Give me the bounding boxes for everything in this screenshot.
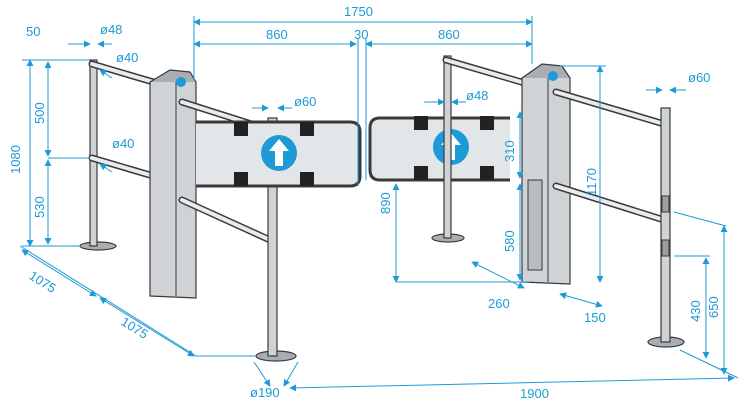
dim-60-right: ø60 [688,70,710,85]
dim-530: 530 [32,196,47,218]
dim-48-right: ø48 [466,88,488,103]
dim-860-right: 860 [438,27,460,42]
left-post [267,117,278,357]
dim-190: ø190 [250,385,280,400]
right-railing [442,55,539,239]
info-badge-right [548,71,558,81]
dim-650: 650 [706,296,721,318]
dim-500: 500 [32,102,47,124]
dim-860-left: 860 [266,27,288,42]
dim-30: 30 [354,27,368,42]
dim-580: 580 [502,230,517,252]
dim-1900: 1900 [520,386,549,401]
dimension-labels: 1750 860 30 860 50 ø48 ø40 ø40 500 530 1… [8,4,721,401]
right-gate [368,116,510,182]
right-post [660,107,671,343]
dim-890: 890 [378,192,393,214]
right-arms [552,88,671,343]
dim-1080: 1080 [8,145,23,174]
base-left-rear [79,241,117,251]
dim-310: 310 [502,140,517,162]
left-rear-post [89,59,98,247]
dim-1750: 1750 [344,4,373,19]
left-gate [196,120,362,188]
dimension-lines [19,16,739,392]
right-cabinet [521,63,571,285]
left-railing [88,59,164,247]
dim-48-left: ø48 [100,22,122,37]
dim-50: 50 [26,24,40,39]
dim-40-mid: ø40 [112,136,134,151]
info-badge-left [176,77,186,87]
dim-150: 150 [584,310,606,325]
dim-260: 260 [488,296,510,311]
dim-40-top: ø40 [116,50,138,65]
left-cabinet [149,69,197,299]
dim-1075-bottom: 1075 [118,314,150,342]
dim-1170: 1170 [584,168,599,196]
right-rear-post [443,55,452,239]
arrow-up-icon [269,139,289,166]
dim-60-gate: ø60 [294,94,316,109]
dim-430: 430 [688,300,703,322]
dim-1075-top: 1075 [26,268,58,296]
